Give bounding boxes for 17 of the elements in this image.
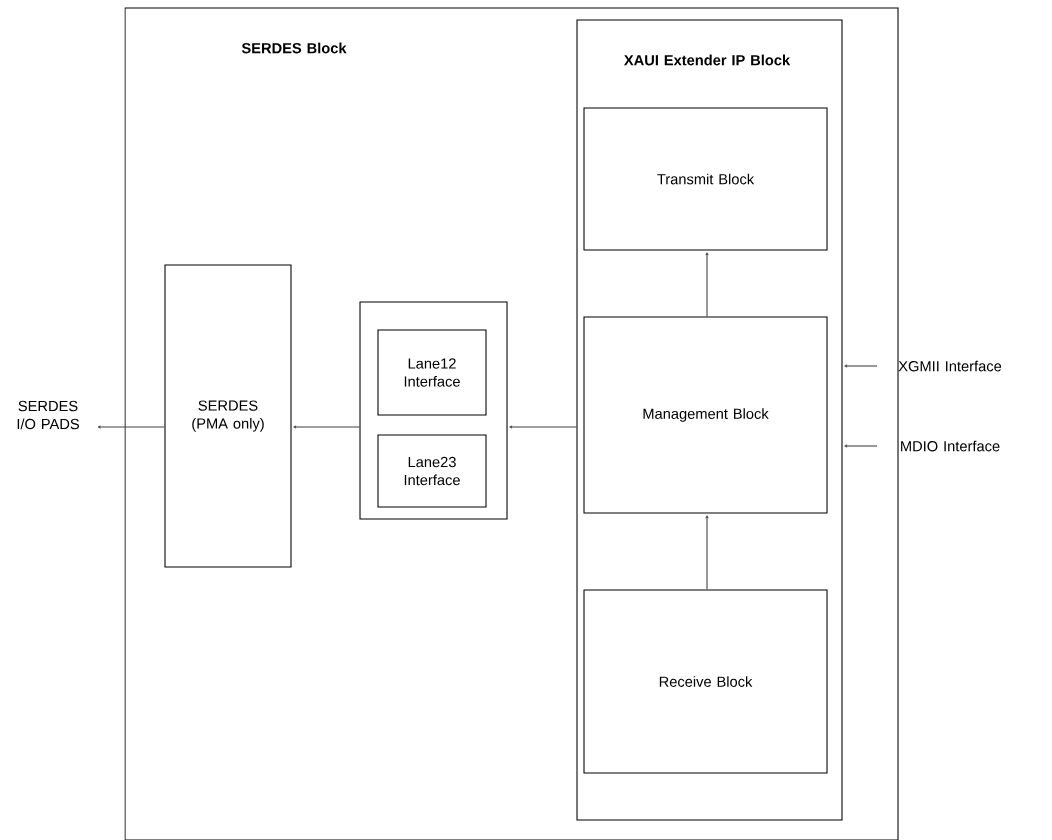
process-box: Transmit Block — [583, 107, 828, 251]
process-box: Lane12 Interface — [377, 329, 487, 416]
connector-arrow — [509, 425, 577, 429]
connector-arrow — [844, 444, 878, 448]
connector-arrow — [705, 252, 709, 317]
process-box: SERDES (PMA only) — [164, 264, 292, 568]
process-box: Receive Block — [583, 589, 828, 774]
connector-arrow — [293, 425, 360, 429]
connector-arrow — [705, 515, 709, 590]
connector-arrow — [97, 425, 165, 429]
port-label: XGMII Interface — [898, 360, 1002, 372]
connector-arrow — [844, 364, 878, 368]
process-box: Management Block — [583, 316, 828, 514]
group-box — [359, 301, 508, 520]
port-label: SERDES I/O PADS — [17, 400, 79, 430]
port-label: MDIO Interface — [901, 440, 1000, 452]
process-box: Lane23 Interface — [377, 434, 487, 508]
